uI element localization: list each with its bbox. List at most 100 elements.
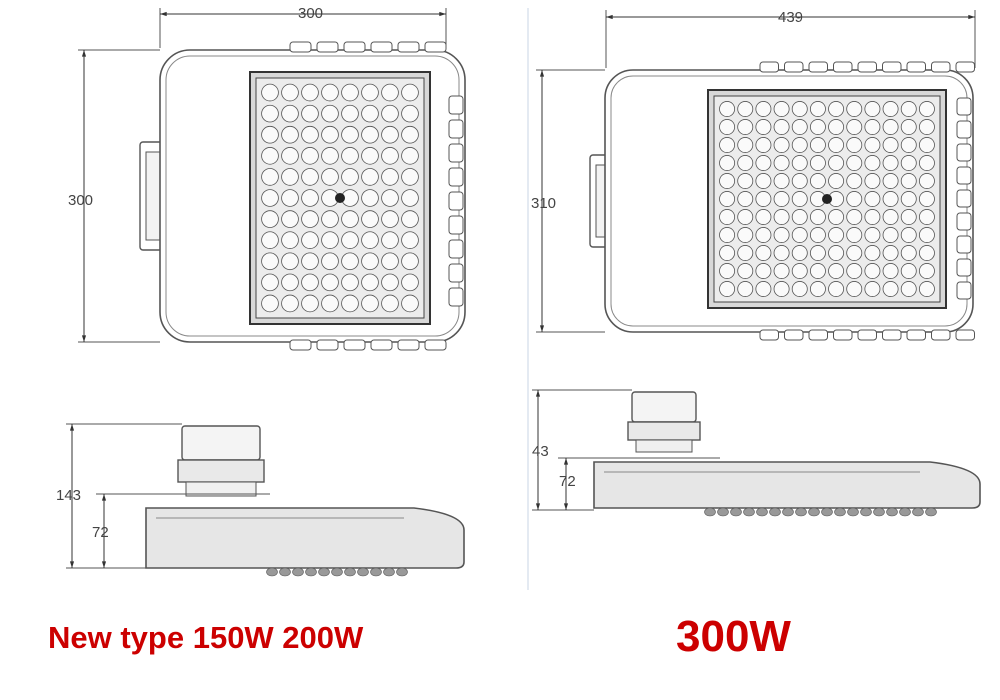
led-lens — [864, 191, 881, 207]
lens-bump — [899, 507, 911, 517]
led-lens — [846, 281, 863, 297]
led-lens — [301, 210, 319, 228]
lens-bump — [769, 507, 781, 517]
led-lens — [401, 273, 419, 292]
cooling-fin — [759, 61, 779, 73]
neck — [635, 439, 693, 453]
lens-bump — [704, 507, 716, 517]
left-side-body-label: 72 — [92, 524, 109, 541]
led-lens — [361, 294, 379, 313]
led-lens — [737, 281, 754, 297]
led-lens — [755, 281, 772, 297]
led-lens — [791, 101, 808, 117]
led-lens — [918, 119, 935, 135]
led-lens — [900, 263, 917, 279]
cooling-fin — [956, 235, 972, 254]
cooling-fin — [370, 41, 393, 53]
lens-bump — [396, 567, 408, 577]
led-lens — [281, 125, 299, 144]
led-lens — [341, 210, 359, 228]
led-lens — [381, 83, 399, 102]
led-lens — [918, 245, 935, 261]
led-lens — [737, 191, 754, 207]
dimension-arrowhead — [535, 390, 541, 397]
right-top-view — [589, 61, 975, 341]
led-lens — [401, 168, 419, 186]
cooling-fin — [448, 215, 464, 235]
lens-bump — [808, 507, 820, 517]
led-lens — [301, 231, 319, 249]
led-lens — [361, 252, 379, 271]
cooling-fin — [857, 329, 877, 341]
lens-bump — [370, 567, 382, 577]
cooling-fin — [955, 61, 975, 73]
led-lens — [261, 125, 279, 144]
led-lens — [341, 252, 359, 271]
cooling-fin — [956, 120, 972, 139]
led-lens — [828, 227, 845, 243]
led-lens — [381, 189, 399, 207]
led-lens — [882, 263, 899, 279]
dimension-arrowhead — [563, 458, 569, 465]
led-lens — [281, 189, 299, 207]
cooling-fin — [448, 95, 464, 115]
led-lens — [828, 101, 845, 117]
lens-bump — [357, 567, 369, 577]
led-lens — [341, 273, 359, 292]
led-lens — [341, 147, 359, 165]
led-lens — [281, 210, 299, 228]
led-lens — [846, 173, 863, 189]
led-lens — [381, 210, 399, 228]
led-lens — [341, 83, 359, 102]
caption-right: 300W — [676, 612, 791, 661]
led-lens — [755, 173, 772, 189]
led-lens — [381, 147, 399, 165]
led-lens — [361, 273, 379, 292]
cooling-fin — [931, 61, 951, 73]
led-lens — [864, 245, 881, 261]
led-lens — [828, 155, 845, 171]
dimension-arrowhead — [81, 335, 87, 342]
led-lens — [719, 209, 736, 225]
left-side-total-label: 143 — [56, 487, 81, 504]
led-lens — [719, 137, 736, 153]
led-lens — [261, 168, 279, 186]
led-lens — [900, 281, 917, 297]
cooling-fin — [343, 41, 366, 53]
led-lens — [755, 263, 772, 279]
led-lens — [401, 147, 419, 165]
led-lens — [321, 168, 339, 186]
led-lens — [381, 104, 399, 123]
led-lens — [828, 263, 845, 279]
led-lens — [846, 101, 863, 117]
cooling-fin — [882, 61, 902, 73]
led-lens — [773, 191, 790, 207]
cooling-fin — [316, 41, 339, 53]
led-lens — [791, 137, 808, 153]
led-lens — [301, 168, 319, 186]
lens-bump — [782, 507, 794, 517]
led-lens — [918, 173, 935, 189]
led-lens — [755, 101, 772, 117]
dimension-arrowhead — [81, 50, 87, 57]
led-lens — [773, 101, 790, 117]
led-lens — [381, 231, 399, 249]
center-screw — [335, 193, 345, 203]
led-lens — [281, 147, 299, 165]
led-lens — [773, 227, 790, 243]
dimension-arrowhead — [439, 11, 446, 17]
led-lens — [321, 147, 339, 165]
led-lens — [755, 209, 772, 225]
led-lens — [281, 168, 299, 186]
led-lens — [719, 101, 736, 117]
led-lens — [918, 281, 935, 297]
led-lens — [719, 245, 736, 261]
led-lens — [401, 252, 419, 271]
led-lens — [281, 231, 299, 249]
dimension-arrowhead — [968, 14, 975, 20]
cooling-fin — [759, 329, 779, 341]
led-lens — [401, 125, 419, 144]
led-lens — [882, 227, 899, 243]
cooling-fin — [956, 97, 972, 116]
led-lens — [791, 119, 808, 135]
